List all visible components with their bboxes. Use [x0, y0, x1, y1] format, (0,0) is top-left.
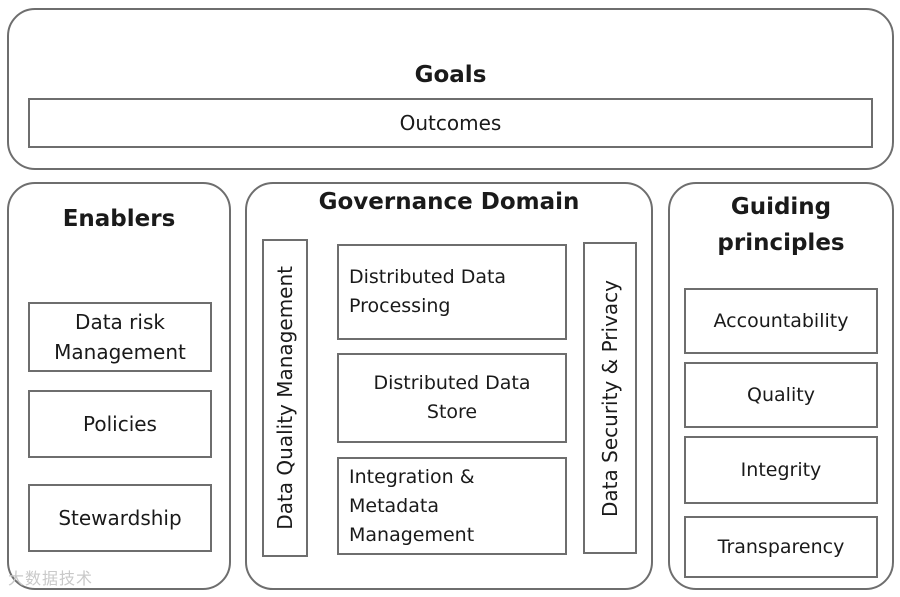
integration-metadata-management-box: Integration & Metadata Management	[337, 457, 567, 555]
watermark-text: 大数据技术	[8, 569, 94, 588]
distributed-data-store-box: Distributed Data Store	[337, 353, 567, 443]
principle-accountability: Accountability	[684, 288, 878, 354]
data-security-privacy-label: Data Security & Privacy	[598, 279, 622, 517]
principle-quality: Quality	[684, 362, 878, 428]
enablers-title: Enablers	[62, 206, 176, 232]
enabler-policies: Policies	[28, 390, 212, 458]
goals-title: Goals	[414, 62, 487, 88]
data-quality-management-label: Data Quality Management	[273, 266, 297, 530]
enabler-data-risk-management: Data risk Management	[28, 302, 212, 372]
data-quality-management-box: Data Quality Management	[262, 239, 308, 557]
principle-integrity: Integrity	[684, 436, 878, 504]
governance-title: Governance Domain	[318, 189, 580, 215]
distributed-data-processing-box: Distributed Data Processing	[337, 244, 567, 340]
guiding-principles-panel: Guiding principles Accountability Qualit…	[668, 182, 894, 590]
data-security-privacy-box: Data Security & Privacy	[583, 242, 637, 554]
outcomes-box: Outcomes	[28, 98, 873, 148]
goals-panel: Goals Outcomes	[7, 8, 894, 170]
principle-transparency: Transparency	[684, 516, 878, 578]
enabler-stewardship: Stewardship	[28, 484, 212, 552]
guiding-principles-title: Guiding principles	[717, 194, 845, 256]
governance-panel: Governance Domain Data Quality Managemen…	[245, 182, 653, 590]
enablers-panel: Enablers Data risk Management Policies S…	[7, 182, 231, 590]
